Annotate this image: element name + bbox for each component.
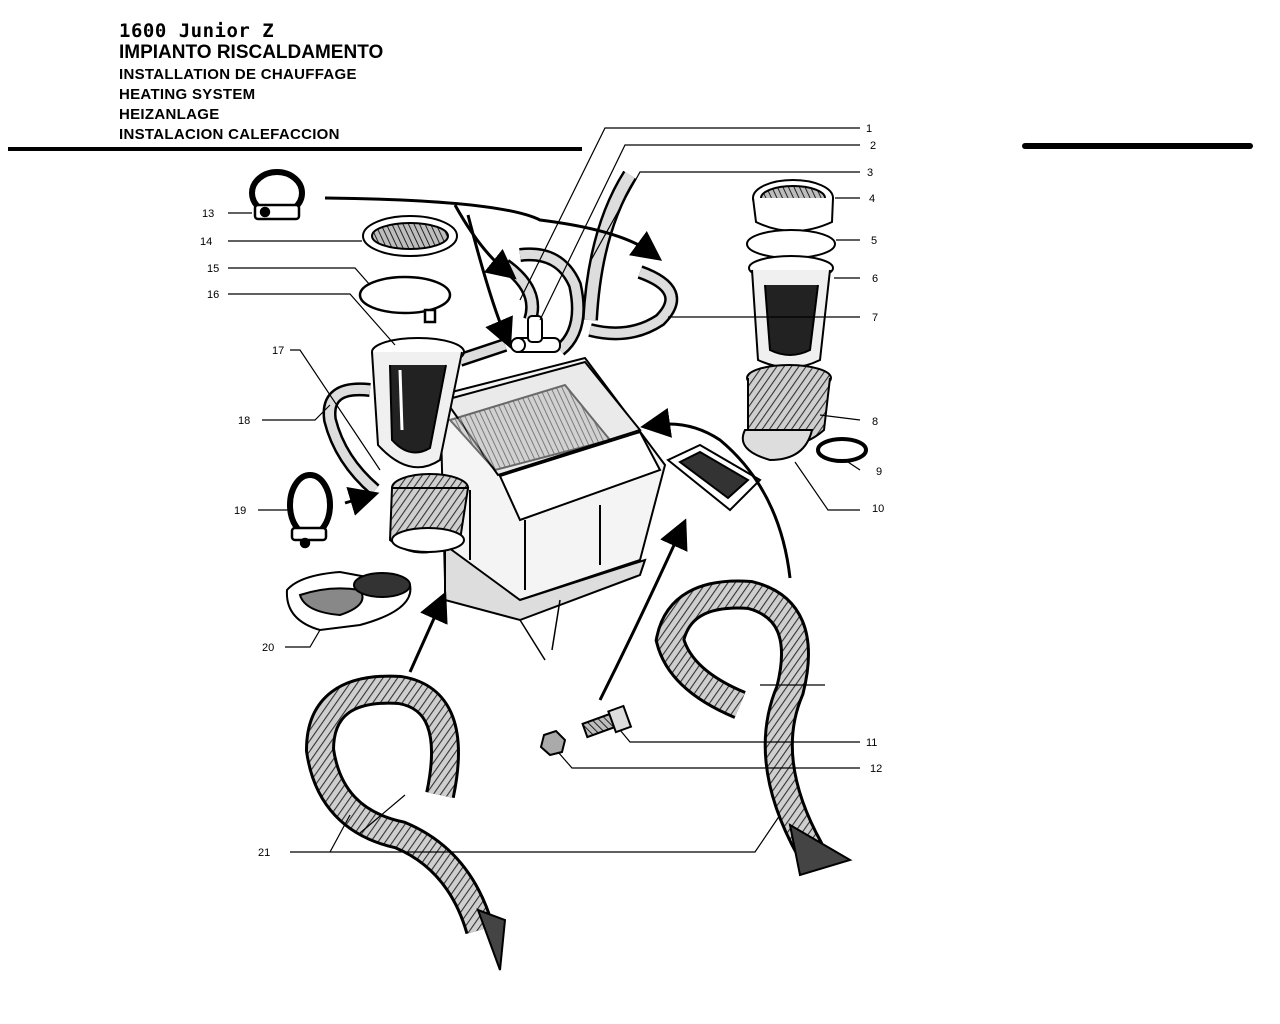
header-rule-right: [1022, 143, 1253, 149]
title-spanish: INSTALACION CALEFACCION: [119, 126, 340, 143]
header-rule-left: [8, 147, 582, 151]
callout-4: 4: [869, 193, 875, 205]
tee-fitting: [510, 315, 561, 353]
callout-20: 20: [262, 642, 274, 654]
flexible-hose-right: [654, 579, 853, 877]
callout-13: 13: [202, 208, 214, 220]
flow-arrows: [324, 196, 792, 701]
model-name: 1600 Junior Z: [119, 20, 275, 42]
callout-numbers: 1 2 3 4 5 6 7 8 9 10 11 12 13 14 15 16 1…: [200, 123, 884, 859]
callout-21: 21: [258, 847, 270, 859]
outlet-flange: [666, 443, 762, 512]
bolt: [581, 704, 633, 739]
right-clamp-ring: [816, 437, 868, 463]
leader-lines: [228, 127, 861, 853]
callout-11: 11: [866, 737, 877, 749]
callout-9: 9: [876, 466, 882, 478]
callout-3: 3: [867, 167, 873, 179]
callout-14: 14: [200, 236, 212, 248]
callout-16: 16: [207, 289, 219, 301]
hose-clamp-left: [287, 472, 333, 549]
callout-5: 5: [871, 235, 877, 247]
callout-6: 6: [872, 273, 878, 285]
callout-18: 18: [238, 415, 250, 427]
title-block: 1600 Junior Z IMPIANTO RISCALDAMENTO INS…: [119, 20, 384, 143]
defroster-nozzle: [285, 570, 412, 632]
title-french: INSTALLATION DE CHAUFFAGE: [119, 66, 357, 83]
callout-7: 7: [872, 312, 878, 324]
callout-1: 1: [866, 123, 872, 135]
callout-12: 12: [870, 763, 882, 775]
heater-box: [438, 356, 667, 661]
nut: [539, 729, 567, 757]
right-grille: [752, 179, 834, 232]
flexible-hose-left: [304, 674, 507, 971]
callout-8: 8: [872, 416, 878, 428]
left-bellows: [388, 473, 470, 554]
callout-19: 19: [234, 505, 246, 517]
hose-clamp-top: [249, 169, 305, 221]
title-german: HEIZANLAGE: [119, 106, 220, 123]
retaining-ring: [358, 275, 452, 324]
left-grille: [362, 215, 458, 257]
right-air-duct: [741, 229, 836, 462]
callout-17: 17: [272, 345, 284, 357]
callout-15: 15: [207, 263, 219, 275]
title-italian: IMPIANTO RISCALDAMENTO: [119, 42, 384, 63]
callout-2: 2: [870, 140, 876, 152]
callout-10: 10: [872, 503, 884, 515]
left-air-duct: [371, 337, 465, 469]
title-english: HEATING SYSTEM: [119, 86, 256, 103]
